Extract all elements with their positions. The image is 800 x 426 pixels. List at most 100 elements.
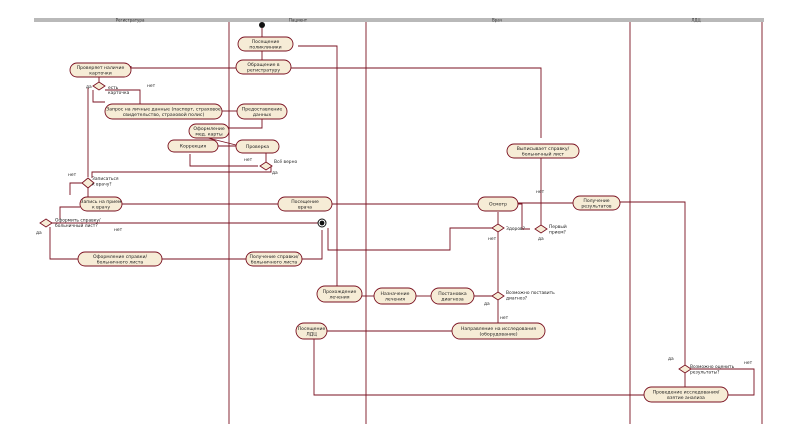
decision-d3: Записаться к врачу? xyxy=(81,176,119,189)
activity-a8: Проверка xyxy=(235,139,280,154)
svg-text:больничного листа: больничного листа xyxy=(97,260,144,266)
edge-label-yes: да xyxy=(484,302,490,307)
svg-text:Записаться: Записаться xyxy=(92,176,119,182)
svg-text:Запись на прием: Запись на прием xyxy=(81,199,122,205)
edge-label-yes: да xyxy=(36,231,42,236)
activity-a9: Выписывает справку/ больничный лист xyxy=(506,143,580,159)
decision-d2: Всё верно xyxy=(259,159,297,171)
activity-a12: Осмотр xyxy=(477,196,519,212)
svg-text:Прохождение: Прохождение xyxy=(323,289,357,295)
svg-text:карточки: карточки xyxy=(89,72,111,77)
svg-text:Выписывает справку/: Выписывает справку/ xyxy=(517,146,570,152)
svg-text:Всё верно: Всё верно xyxy=(274,159,297,165)
activity-a5: Предоставление данных xyxy=(236,103,288,120)
edge-label-no: нет xyxy=(744,361,753,366)
svg-text:взятие анализа: взятие анализа xyxy=(667,396,705,401)
svg-text:диагноза: диагноза xyxy=(441,298,464,303)
activity-a18: Постановка диагноза xyxy=(430,287,475,305)
svg-text:Предоставление: Предоставление xyxy=(242,107,283,113)
activity-a11: Посещение врача xyxy=(277,196,333,212)
svg-text:Коррекция: Коррекция xyxy=(180,144,207,150)
svg-text:Получение справки/: Получение справки/ xyxy=(249,254,298,260)
edge-label-no: нет xyxy=(244,158,253,163)
svg-text:Первый: Первый xyxy=(549,223,567,230)
activity-a4: Запрос на личные данные (паспорт, страхо… xyxy=(104,103,223,120)
edge-label-no: нет xyxy=(488,237,497,242)
activity-a3: Проверяет наличие карточки xyxy=(69,62,132,78)
svg-text:Оформить справку/: Оформить справку/ xyxy=(55,218,101,224)
svg-text:Посещение: Посещение xyxy=(252,39,280,45)
edge-label-no: нет xyxy=(114,228,123,233)
activity-a14: Оформление справки/ больничного листа xyxy=(77,251,163,267)
activity-a13: Получение результатов xyxy=(572,195,621,211)
svg-text:Оформление: Оформление xyxy=(193,126,224,132)
lane-title-ldc: ЛДЦ xyxy=(691,18,700,23)
svg-text:Осмотр: Осмотр xyxy=(489,202,507,208)
lane-title-doctor: Врач xyxy=(492,18,502,23)
start-node xyxy=(259,22,265,28)
lane-title-registry: Регистратура xyxy=(116,18,145,23)
svg-text:Посещение: Посещение xyxy=(291,199,319,205)
svg-text:Назначение: Назначение xyxy=(381,291,410,297)
svg-text:больничного листа: больничного листа xyxy=(251,260,298,266)
activity-a17: Назначение лечения xyxy=(373,287,417,305)
activity-a2: Обращение в регистратуру xyxy=(235,59,292,75)
svg-text:к врачу?: к врачу? xyxy=(92,182,112,188)
decision-d7: Возможно поставить диагноз? xyxy=(491,290,555,302)
edge-label-yes: да xyxy=(538,237,544,242)
svg-text:результатов: результатов xyxy=(581,205,612,210)
activity-a16: Прохождение лечения xyxy=(316,285,363,303)
decision-d4: Оформить справку/ больничный лист? xyxy=(39,218,101,229)
decision-d6: Первый прием? xyxy=(534,223,567,236)
edge-label-yes: да xyxy=(668,357,674,362)
activity-a19: Направление на исследования (оборудовани… xyxy=(451,322,546,340)
svg-text:мед. карты: мед. карты xyxy=(195,133,223,138)
swimlane-header-bar xyxy=(34,18,764,22)
svg-text:Оформление справки/: Оформление справки/ xyxy=(93,254,148,260)
svg-text:Проверяет наличие: Проверяет наличие xyxy=(77,65,125,71)
svg-text:к врачу: к врачу xyxy=(92,206,110,211)
activity-a20: Посещение ЛДЦ xyxy=(295,322,328,340)
svg-text:Обращение в: Обращение в xyxy=(247,62,280,68)
svg-text:прием?: прием? xyxy=(549,230,567,236)
svg-text:ЛДЦ: ЛДЦ xyxy=(306,332,317,338)
svg-text:Получение: Получение xyxy=(583,198,609,204)
svg-text:Проверка: Проверка xyxy=(246,144,269,150)
edge-label-no: нет xyxy=(68,173,77,178)
svg-text:больничный лист?: больничный лист? xyxy=(55,222,98,229)
edge-labels: да нет нет да нет да нет нет нет да да н… xyxy=(36,84,753,366)
svg-text:Возможно поставить: Возможно поставить xyxy=(506,290,555,296)
lane-title-patient: Пациент xyxy=(289,18,308,23)
decision-d8: Возможно оценить результаты? xyxy=(678,364,735,376)
svg-text:данных: данных xyxy=(253,113,272,118)
edge-label-no: нет xyxy=(147,84,156,89)
svg-text:диагноз?: диагноз? xyxy=(506,296,528,302)
activity-a6: Оформление мед. карты xyxy=(188,123,230,139)
edge-label-no: нет xyxy=(500,316,509,321)
activity-a10: Запись на прием к врачу xyxy=(79,196,123,212)
merge-node-core xyxy=(319,220,325,226)
svg-text:Постановка: Постановка xyxy=(438,291,467,297)
decision-d1: есть карточка xyxy=(92,81,130,96)
svg-text:Посещение: Посещение xyxy=(298,326,326,332)
svg-text:Направление на исследования: Направление на исследования xyxy=(461,326,536,332)
svg-text:Возможно оценить: Возможно оценить xyxy=(690,364,735,370)
svg-text:Запрос на личные данные (паспо: Запрос на личные данные (паспорт, страхо… xyxy=(106,107,221,113)
svg-text:(оборудование): (оборудование) xyxy=(480,332,518,338)
svg-text:регистратуру: регистратуру xyxy=(247,69,280,74)
edge-label-no: нет xyxy=(536,190,545,195)
svg-text:свидетельство, страховой полис: свидетельство, страховой полис) xyxy=(123,111,205,118)
activity-a1: Посещение поликлиники xyxy=(237,36,294,52)
edges xyxy=(42,28,755,396)
svg-text:поликлиники: поликлиники xyxy=(249,46,281,51)
svg-text:врача: врача xyxy=(298,206,312,211)
activity-a21: Проведение исследования/ взятие анализа xyxy=(643,386,729,403)
svg-text:Здоров?: Здоров? xyxy=(506,226,526,232)
edge-label-yes: да xyxy=(272,171,278,176)
decision-d5: Здоров? xyxy=(491,223,526,233)
svg-text:лечения: лечения xyxy=(385,298,405,303)
activity-a7: Коррекция xyxy=(167,139,219,153)
svg-text:лечения: лечения xyxy=(329,296,349,301)
svg-text:Проведение исследования/: Проведение исследования/ xyxy=(653,390,720,396)
